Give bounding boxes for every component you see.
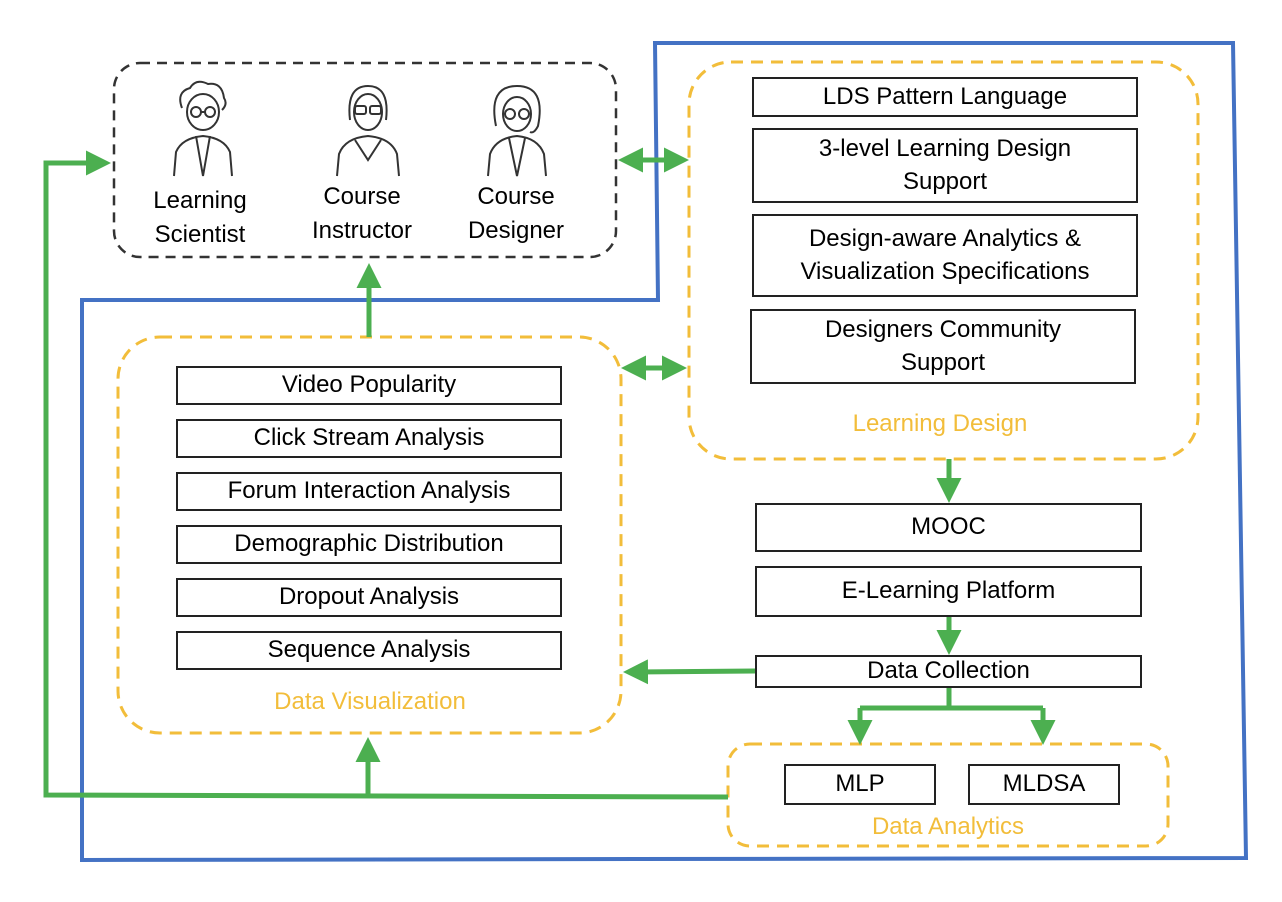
ld-item-designers-community: Designers Community Support — [750, 309, 1136, 384]
dv-item-sequence: Sequence Analysis — [176, 631, 562, 670]
learning-design-frame — [687, 60, 1200, 461]
dv-item-dropout: Dropout Analysis — [176, 578, 562, 617]
arrow-collection-split — [860, 688, 1043, 711]
system-boundary — [80, 41, 1249, 863]
analytics-item-mldsa: MLDSA — [968, 764, 1120, 805]
stakeholders-frame — [112, 61, 618, 259]
role-learning-scientist: Learning Scientist — [153, 187, 247, 248]
ld-item-design-aware-analytics: Design-aware Analytics & Visualization S… — [752, 214, 1138, 297]
ld-item-three-level-support: 3-level Learning Design Support — [752, 128, 1138, 203]
ld-item-pattern-language: LDS Pattern Language — [752, 77, 1138, 117]
learning-design-title: Learning Design — [852, 410, 1028, 437]
elearning-platform-box: E-Learning Platform — [755, 566, 1142, 617]
role-course-designer: Course Designer — [467, 183, 565, 244]
role-course-instructor: Course Instructor — [311, 183, 413, 244]
dv-item-click-stream: Click Stream Analysis — [176, 419, 562, 458]
dv-item-video-popularity: Video Popularity — [176, 366, 562, 405]
scientist-icon — [173, 80, 233, 177]
designer-icon — [487, 84, 547, 177]
arrow-analytics-feedback — [43, 150, 729, 800]
dv-item-forum-interaction: Forum Interaction Analysis — [176, 472, 562, 511]
instructor-icon — [336, 84, 400, 177]
data-analytics-title: Data Analytics — [871, 813, 1025, 840]
dv-item-demographic: Demographic Distribution — [176, 525, 562, 564]
data-collection-box: Data Collection — [755, 655, 1142, 688]
arrow-collection-to-visualization — [623, 659, 756, 685]
mooc-box: MOOC — [755, 503, 1142, 552]
analytics-item-mlp: MLP — [784, 764, 936, 805]
data-visualization-title: Data Visualization — [274, 688, 466, 715]
